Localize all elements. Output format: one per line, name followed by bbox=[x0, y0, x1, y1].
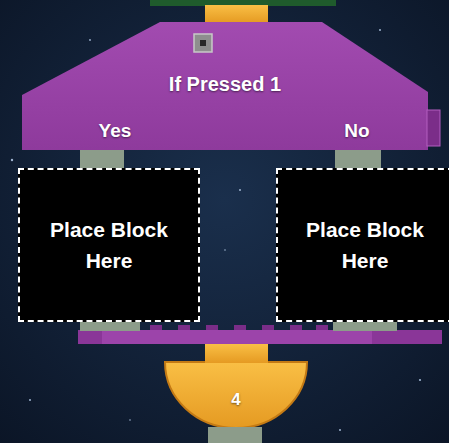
button-icon bbox=[194, 34, 212, 52]
button-icon-dot bbox=[200, 40, 206, 46]
tooth bbox=[150, 325, 162, 331]
end-block-body bbox=[165, 362, 307, 428]
slot-tab bbox=[80, 322, 140, 331]
merge-connector bbox=[236, 322, 365, 362]
star bbox=[224, 249, 226, 251]
block-slot: Place Block Here bbox=[276, 168, 449, 322]
condition-label: If Pressed 1 bbox=[22, 72, 428, 96]
side-tab bbox=[427, 110, 440, 146]
tooth bbox=[316, 325, 328, 331]
star bbox=[379, 29, 381, 31]
star bbox=[11, 159, 13, 161]
branch-label: Yes bbox=[75, 120, 155, 143]
slot-hint: Place Block Here bbox=[34, 214, 184, 277]
tooth bbox=[234, 325, 246, 331]
if-block: If Pressed 1 Yes No bbox=[22, 22, 440, 150]
next-tab bbox=[208, 427, 262, 443]
block-slot: Place Block Here bbox=[18, 168, 200, 322]
tooth bbox=[178, 325, 190, 331]
merge-bar-teeth bbox=[150, 325, 328, 331]
star bbox=[339, 429, 341, 431]
if-block-body bbox=[22, 22, 428, 150]
tooth bbox=[262, 325, 274, 331]
slot-tab bbox=[333, 322, 397, 331]
merge-connector bbox=[109, 322, 236, 362]
block-number: 4 bbox=[165, 390, 307, 410]
slot-hint: Place Block Here bbox=[290, 214, 440, 277]
star bbox=[29, 399, 31, 401]
bottom-connector bbox=[205, 344, 268, 363]
merge-bar bbox=[78, 330, 442, 344]
tooth bbox=[290, 325, 302, 331]
star bbox=[129, 419, 131, 421]
branch-label: No bbox=[317, 120, 397, 143]
star bbox=[89, 39, 91, 41]
branch-connector bbox=[80, 150, 124, 168]
top-connector bbox=[205, 5, 268, 23]
end-block: 4 bbox=[165, 362, 307, 428]
star bbox=[419, 379, 421, 381]
previous-block-edge bbox=[150, 0, 336, 6]
branch-connector bbox=[335, 150, 381, 168]
star bbox=[239, 189, 241, 191]
tooth bbox=[206, 325, 218, 331]
